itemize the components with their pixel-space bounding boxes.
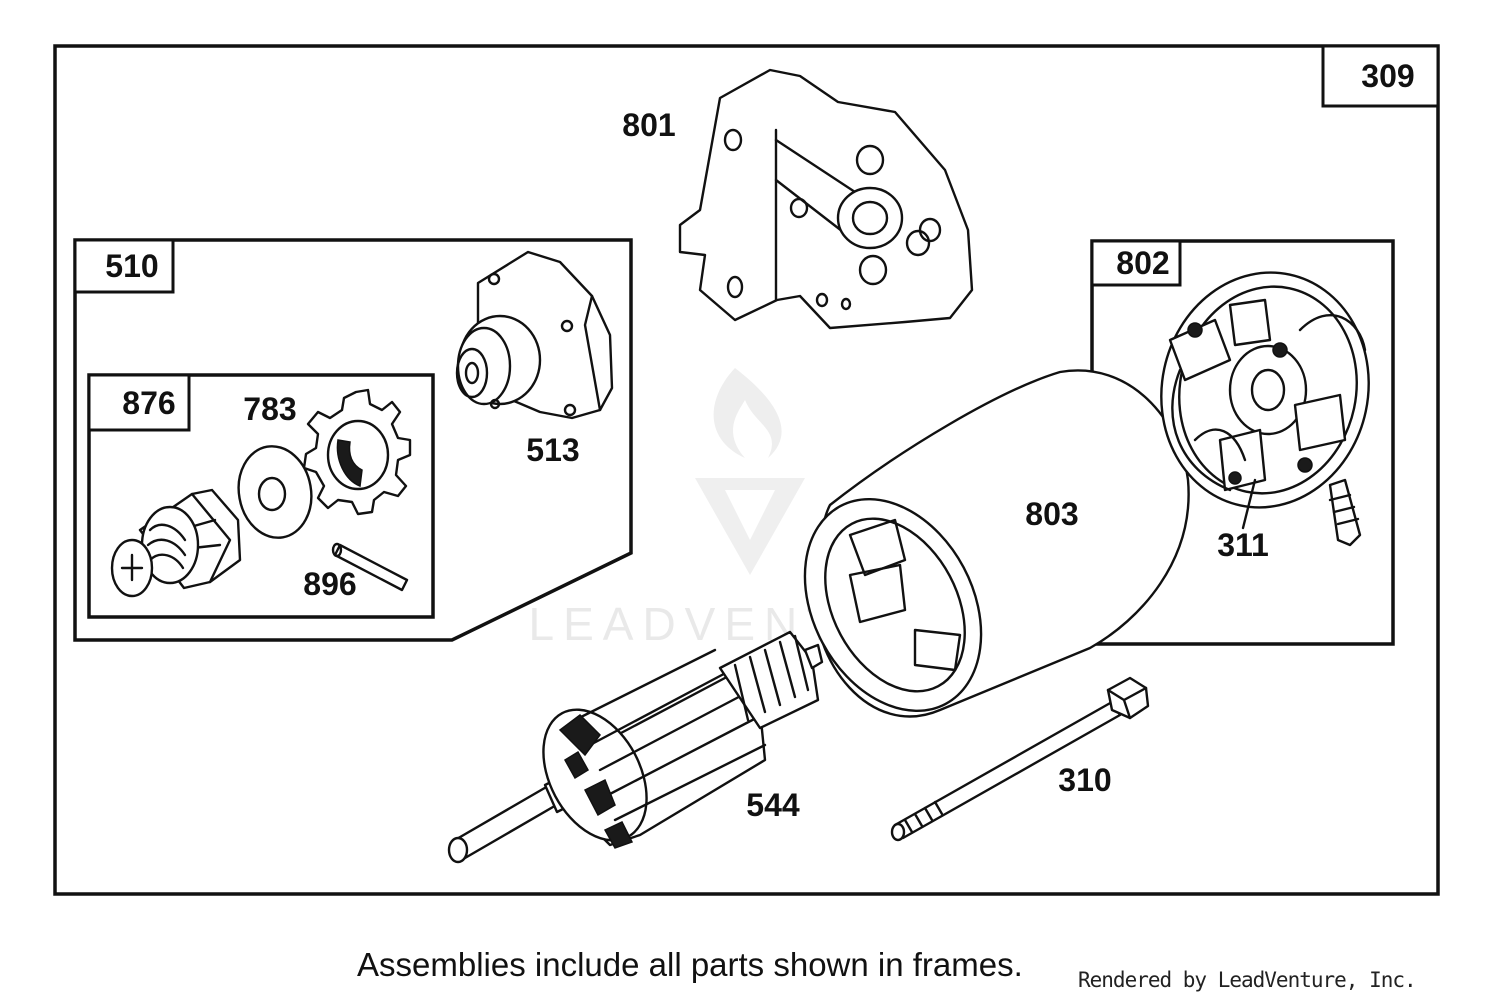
frame-510-label: 510 [105,248,158,284]
frame-802-tag [1090,239,1182,287]
part-label-896: 896 [303,566,356,602]
part-label-311: 311 [1217,527,1269,563]
mounting-bracket-drawing [678,68,974,330]
frame-802-label: 802 [1116,245,1169,281]
frame-876-tag [87,373,191,432]
motor-housing-drawing [803,369,1190,718]
footer-caption: Assemblies include all parts shown in fr… [357,946,1023,983]
brush-assembly-drawing [1160,271,1370,547]
frame-510-tag [73,238,175,294]
part-label-783: 783 [243,391,296,427]
drive-clutch-drawing [110,488,242,598]
frame-309-label: 309 [1361,58,1414,94]
washer-drawing [237,445,313,539]
frame-876-border [87,373,435,619]
footer-credit: Rendered by LeadVenture, Inc. [1078,968,1417,992]
part-label-513: 513 [526,432,579,468]
part-label-801: 801 [622,107,675,143]
armature-drawing [447,630,824,864]
frame-309-border [53,44,1440,896]
part-label-544: 544 [746,787,800,823]
part-label-803: 803 [1025,496,1078,532]
roll-pin-drawing [331,542,409,592]
part-label-310: 310 [1058,762,1111,798]
pinion-gear-drawing [302,388,412,516]
drive-end-cap-drawing [455,250,614,420]
through-bolt-drawing [890,676,1150,842]
frame-876-label: 876 [122,385,175,421]
frame-510-border [73,238,633,642]
watermark-logo [695,368,805,575]
frame-309-tag [1321,44,1440,108]
